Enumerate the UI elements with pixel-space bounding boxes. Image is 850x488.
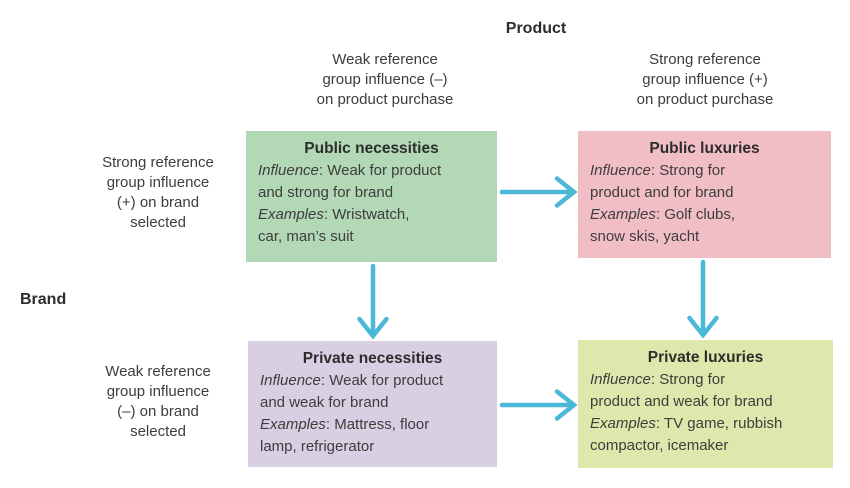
arrow-public-necessities-to-private-necessities [357, 263, 389, 340]
quadrant-text-line: Examples: Golf clubs, [590, 206, 736, 223]
arrow-public-luxuries-to-private-luxuries [687, 259, 719, 339]
arrow-private-necessities-to-private-luxuries [499, 389, 578, 421]
quadrant-text-line: Influence: Weak for product [260, 372, 444, 389]
quadrant-text-line: Influence: Strong for [590, 371, 726, 388]
quadrant-text-line: and weak for brand [260, 394, 389, 411]
quadrant-title: Public necessities [304, 140, 439, 157]
quadrant-text-line: compactor, icemaker [590, 437, 729, 454]
header-line: (–) on brand [117, 403, 199, 420]
header-line: Weak reference [105, 363, 211, 380]
row-header-strong-brand-influence: Strong reference group influence (+) on … [46, 153, 270, 233]
header-line: selected [130, 423, 186, 440]
header-line: on product purchase [636, 91, 774, 108]
brand-axis-label: Brand [20, 291, 67, 308]
quadrant-text-line: product and weak for brand [590, 393, 773, 410]
quadrant-text-line: Influence: Strong for [590, 162, 726, 179]
arrow-public-necessities-to-public-luxuries [499, 176, 578, 208]
quadrant-private-luxuries: Private luxuries Influence: Strong for p… [578, 340, 833, 468]
quadrant-text-line: and strong for brand [258, 184, 394, 201]
header-line: Strong reference [102, 154, 214, 171]
header-line: group influence [106, 383, 210, 400]
header-line: selected [130, 214, 186, 231]
header-line: group influence (+) [642, 71, 768, 88]
quadrant-text-line: Influence: Weak for product [258, 162, 442, 179]
column-header-weak-product-influence: Weak reference group influence (–) on pr… [263, 50, 507, 110]
header-line: (+) on brand [116, 194, 200, 211]
quadrant-text-line: product and for brand [590, 184, 734, 201]
quadrant-text-line: lamp, refrigerator [260, 438, 375, 455]
quadrant-text-line: Examples: Mattress, floor [260, 416, 430, 433]
quadrant-text-line: Examples: TV game, rubbish [590, 415, 783, 432]
quadrant-title: Private luxuries [647, 349, 764, 366]
row-header-weak-brand-influence: Weak reference group influence (–) on br… [46, 362, 270, 442]
quadrant-public-luxuries: Public luxuries Influence: Strong for pr… [578, 131, 831, 258]
header-line: group influence (–) [322, 71, 448, 88]
header-line: Weak reference [332, 51, 438, 68]
header-line: group influence [106, 174, 210, 191]
quadrant-text-line: snow skis, yacht [590, 228, 700, 245]
column-header-strong-product-influence: Strong reference group influence (+) on … [583, 50, 827, 110]
header-line: on product purchase [316, 91, 454, 108]
quadrant-title: Public luxuries [649, 140, 760, 157]
quadrant-public-necessities: Public necessities Influence: Weak for p… [246, 131, 497, 262]
quadrant-title: Private necessities [302, 350, 443, 367]
quadrant-text-line: Examples: Wristwatch, [258, 206, 410, 223]
product-axis-label: Product [505, 20, 567, 37]
quadrant-text-line: car, man’s suit [258, 228, 354, 245]
header-line: Strong reference [649, 51, 761, 68]
quadrant-private-necessities: Private necessities Influence: Weak for … [248, 341, 497, 467]
